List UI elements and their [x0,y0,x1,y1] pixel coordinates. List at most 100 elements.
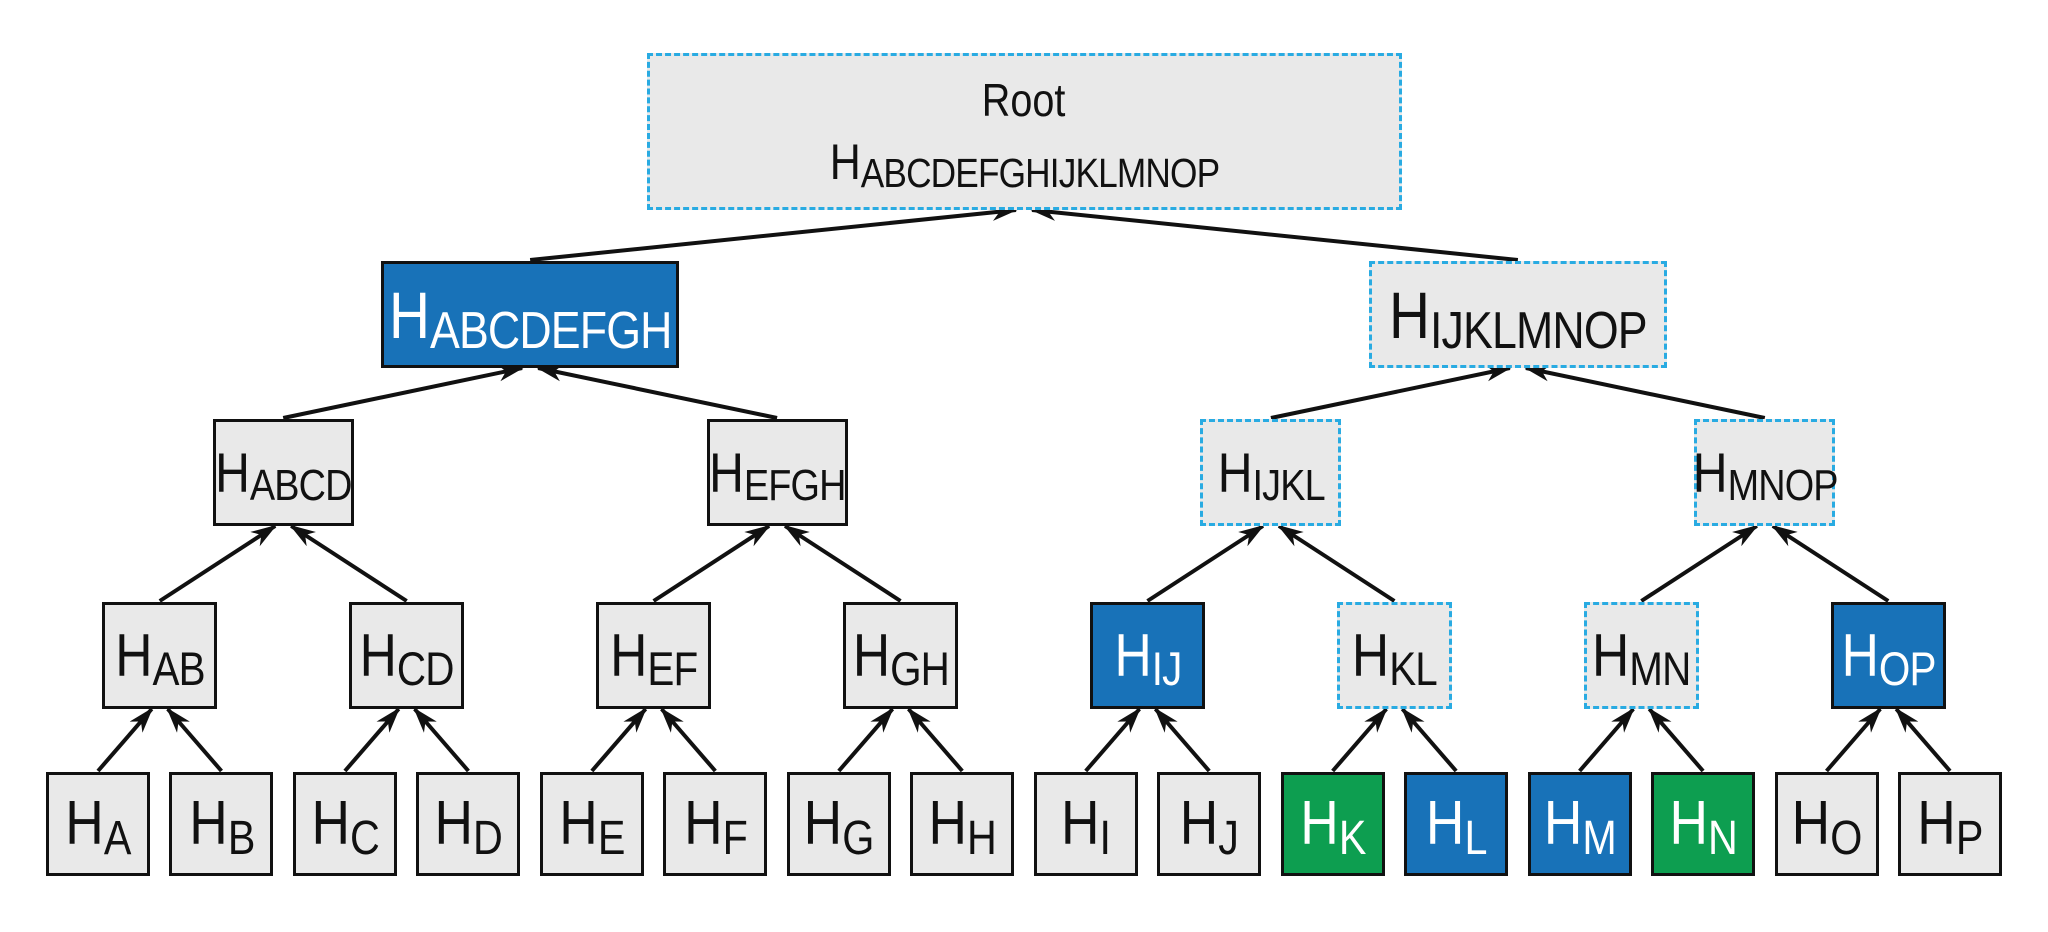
hash-subscript: D [473,811,503,865]
node-label: HEF [610,625,698,692]
node-h-i: HI [1033,772,1138,876]
node-label: HB [189,793,255,863]
hash-symbol: H [1791,789,1831,858]
node-h-kl: HKL [1336,602,1452,709]
hash-subscript: K [1338,811,1367,865]
hash-subscript: AB [152,641,205,695]
node-h-p: HP [1898,772,2002,876]
hash-subscript: IJKLMNOP [1429,301,1648,360]
node-label: HM [1544,793,1617,863]
hash-symbol: H [708,440,744,504]
hash-symbol: H [1543,789,1583,858]
node-label: HF [684,793,748,863]
hash-symbol: H [1388,277,1430,352]
edge-line [1578,707,1635,773]
edge-line [1647,707,1705,773]
node-label: HCD [360,625,455,692]
node-label: HEFGH [709,444,846,508]
node-h-efgh: HEFGH [706,419,848,526]
node-h-ijkl: HIJKL [1200,419,1342,526]
edge-line [1277,524,1396,603]
node-label: HIJKL [1217,444,1325,508]
node-label: HL [1426,793,1487,863]
hash-symbol: H [359,621,397,689]
hash-symbol: H [559,789,598,858]
edge-line [1523,364,1766,420]
hash-subscript: KL [1389,641,1438,695]
node-h-n: HN [1651,772,1756,876]
edge-line [1894,707,1952,773]
hash-symbol: H [829,133,860,190]
hash-subscript: I [1099,811,1112,865]
edge-line [1084,707,1141,773]
node-h-j: HJ [1157,772,1262,876]
hash-symbol: H [214,440,250,504]
hash-subscript: C [349,811,380,865]
hash-symbol: H [1692,440,1727,504]
node-label: HN [1669,793,1737,863]
edge-line [652,524,771,603]
node-h-a: HA [46,772,150,876]
node-label: HABCD [215,444,352,508]
hash-symbol: H [683,789,723,858]
hash-symbol: H [1592,621,1629,689]
node-label: HABCDEFGH [389,282,672,357]
edge-line [96,707,154,773]
edge-line [166,707,223,773]
hash-subscript: GH [889,641,950,695]
edge-line [907,707,964,773]
edge-line [590,707,648,773]
node-h-abcdefgh: HABCDEFGH [381,261,680,368]
hash-symbol: H [1180,789,1219,858]
edge-line [1825,707,1882,773]
hash-symbol: H [609,621,647,689]
hash-symbol: H [114,621,152,689]
node-label: HP [1917,793,1983,863]
hash-subscript: CD [396,641,455,695]
node-label: HO [1792,793,1863,863]
hash-symbol: H [1351,621,1389,689]
edge-line [1640,524,1759,603]
hash-subscript: MN [1629,641,1691,695]
node-label: HJ [1180,793,1239,863]
hash-subscript: H [967,811,997,865]
edge-line [1771,524,1890,603]
edge-line [343,707,401,773]
node-h-ab: HAB [102,602,218,709]
node-label: HG [804,793,875,863]
hash-symbol: H [1113,621,1151,689]
hash-subscript: EF [647,641,698,695]
hash-subscript: ABCDEFGH [429,301,672,360]
node-h-abcd: HABCD [212,419,354,526]
edge-line [1030,204,1519,262]
node-h-h: HH [910,772,1015,876]
node-h-c: HC [292,772,397,876]
hash-symbol: H [1917,789,1956,858]
node-label: HMN [1592,625,1691,692]
hash-subscript: B [227,811,255,865]
node-h-gh: HGH [843,602,959,709]
hash-symbol: H [852,621,889,689]
node-h-ijklmnop: HIJKLMNOP [1368,261,1667,368]
node-h-k: HK [1280,772,1385,876]
hash-subscript: OP [1878,641,1937,695]
hash-symbol: H [65,789,104,858]
hash-symbol: H [1217,440,1252,504]
hash-symbol: H [388,277,430,352]
node-h-mnop: HMNOP [1692,419,1838,526]
hash-subscript: ABCD [249,461,353,511]
hash-subscript: M [1582,811,1616,865]
node-label: HMNOP [1692,444,1838,508]
edge-line [529,204,1018,262]
edge-line [660,707,717,773]
node-label: HOP [1841,625,1936,692]
node-label: HK [1300,793,1366,863]
node-label: HD [435,793,503,863]
hash-symbol: H [311,789,350,858]
hash-subscript: F [722,811,747,865]
hash-symbol: H [928,789,968,858]
node-label: HGH [852,625,949,692]
hash-subscript: EFGH [743,461,847,511]
node-h-b: HB [169,772,274,876]
